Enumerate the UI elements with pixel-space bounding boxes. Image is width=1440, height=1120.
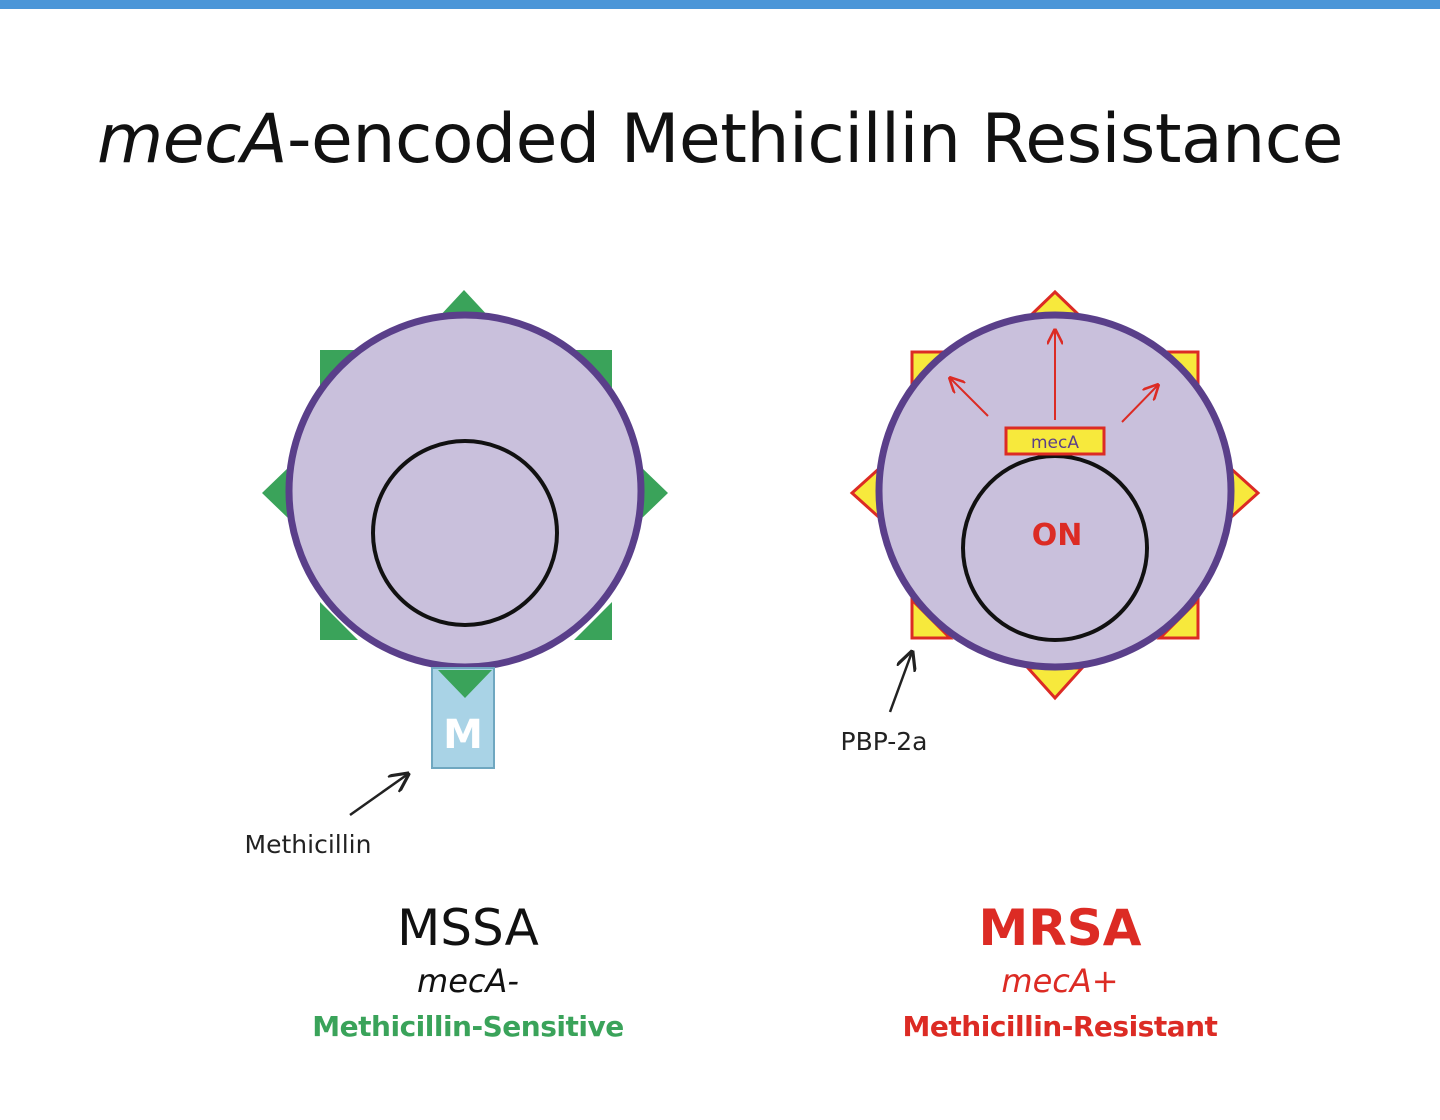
pbp-normal-bottom-left xyxy=(320,602,358,640)
expression-arrow-left xyxy=(950,378,989,417)
pbp-normal-bottom-right xyxy=(574,602,612,640)
mrsa-cell: mecA ON PBP-2a xyxy=(841,289,1261,756)
drug-letter: M xyxy=(443,712,483,758)
pbp-normal-left xyxy=(262,466,290,520)
pbp-normal-bound xyxy=(438,670,492,698)
nucleoid xyxy=(961,454,1149,642)
mrsa-caption: MRSA mecA+ Methicillin-Resistant xyxy=(830,898,1290,1050)
mrsa-name: MRSA xyxy=(978,899,1142,957)
mssa-caption: MSSA mecA- Methicillin-Sensitive xyxy=(238,898,698,1050)
methicillin-arrow xyxy=(349,774,408,817)
meca-gene-label: mecA xyxy=(1031,433,1079,453)
title-rest: -encoded Methicillin Resistance xyxy=(286,100,1344,179)
pbp2a-arrow xyxy=(888,652,912,713)
mssa-name: MSSA xyxy=(397,899,539,957)
mssa-cell: M Methicillin xyxy=(245,290,668,859)
mssa-gene: mecA- xyxy=(417,962,519,1000)
meca-gene-box xyxy=(1004,426,1106,456)
methicillin-label: Methicillin xyxy=(245,830,372,859)
nucleoid xyxy=(371,439,559,627)
title-gene-italic: mecA xyxy=(97,100,287,179)
pbp2a-label: PBP-2a xyxy=(841,727,928,756)
mssa-description: Methicillin-Sensitive xyxy=(312,1010,624,1043)
slide-title: mecA-encoded Methicillin Resistance xyxy=(0,100,1440,179)
mrsa-description: Methicillin-Resistant xyxy=(902,1010,1218,1043)
top-accent-bar xyxy=(0,0,1440,9)
mrsa-gene: mecA+ xyxy=(1001,962,1119,1000)
on-state-label: ON xyxy=(1032,518,1083,553)
pbp-normal-top xyxy=(438,290,490,318)
pbp2a-bottom xyxy=(1024,666,1086,701)
expression-arrow-right xyxy=(1121,385,1158,423)
pbp-normal-right xyxy=(640,466,668,520)
